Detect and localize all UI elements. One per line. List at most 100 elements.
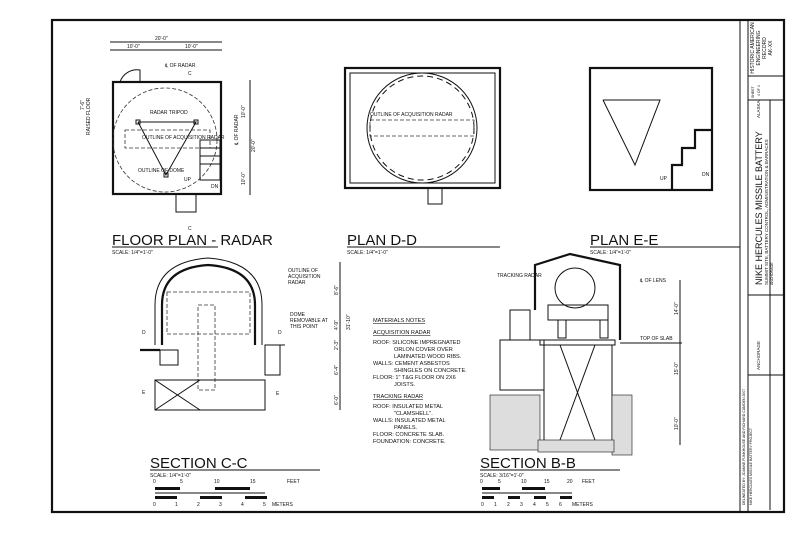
label-text: UP: [660, 176, 668, 182]
label-text: 10'-0": [674, 417, 680, 430]
label-text: 0: [480, 479, 483, 485]
survey-number: AK-XX: [768, 40, 774, 56]
label-text: ANCHORAGE: [770, 262, 774, 285]
scale-bar-cc: 0 5 10 15 FEET 0 1 2 3 4 5 METERS: [153, 479, 300, 508]
label-text: 4: [241, 502, 244, 508]
label-text: TOP OF SLAB: [640, 336, 673, 342]
label-text: OUTLINE OF DOME: [138, 168, 185, 174]
label-text: 4'-9": [334, 320, 340, 330]
label-text: ℄ OF LENS: [639, 278, 667, 284]
label-text: 8'-6": [334, 285, 340, 295]
label-text: MATERIALS NOTES: [373, 318, 425, 324]
label-text: FEET: [287, 479, 300, 485]
label-text: SCALE: 1/4"=1'-0": [347, 250, 388, 256]
label-text: 5: [546, 502, 549, 508]
materials-notes: MATERIALS NOTES ACQUISITION RADAR ROOF: …: [373, 318, 467, 445]
label-text: 20'-0": [251, 139, 257, 152]
label-text: 10: [214, 479, 220, 485]
label-text: SCALE: 3/16"=1'-0": [480, 473, 524, 479]
label-text: METERS: [272, 502, 294, 508]
label-text: ROOF: INSULATED METAL: [373, 404, 443, 410]
label-text: RAISED FLOOR: [86, 97, 92, 135]
label-text: ORLON COVER OVER: [394, 347, 453, 353]
label-text: ACQUISITION RADAR: [373, 330, 431, 336]
label-text: 31'-10": [346, 314, 352, 330]
label-text: 10'-0": [127, 44, 140, 50]
acquisition-radar-outline-label: OUTLINE OF ACQUISITION RADAR: [288, 268, 321, 286]
sheet-border: [50, 18, 786, 514]
label-text: DN: [702, 172, 710, 178]
label-text: 2: [197, 502, 200, 508]
label-text: ANCHORAGE: [756, 341, 761, 370]
label-text: 10: [521, 479, 527, 485]
label-text: 4 OF 4: [757, 85, 761, 96]
label-text: TRACKING RADAR: [497, 273, 542, 279]
label-text: FOUNDATION: CONCRETE.: [373, 439, 446, 445]
label-text: D: [142, 330, 146, 336]
label-text: LAMINATED WOOD RIBS.: [394, 354, 462, 360]
label-text: RADAR TRIPOD: [150, 110, 188, 116]
main-title: NIKE HERCULES MISSILE BATTERY: [754, 131, 764, 285]
section-cc: OUTLINE OF ACQUISITION RADAR DOME REMOVA…: [140, 257, 352, 508]
label-text: 6'-0": [334, 395, 340, 405]
label-text: 20'-0": [155, 36, 168, 42]
label-text: C: [188, 71, 192, 77]
survey-name: HISTORIC AMERICAN ENGINEERING RECORD: [750, 22, 768, 74]
section-bb: TRACKING RADAR ℄ OF LENS TOP OF SLAB 14'…: [480, 252, 682, 508]
label-text: 7'-6": [80, 100, 86, 110]
label-text: 3: [219, 502, 222, 508]
label-text: SHINGLES ON CONCRETE.: [394, 368, 467, 374]
label-text: E: [142, 390, 146, 396]
label-text: ℄ OF RADAR: [234, 114, 240, 146]
label-text: TRACKING RADAR: [373, 394, 423, 400]
label-text: 10'-0": [241, 172, 247, 185]
label-text: 1: [175, 502, 178, 508]
label-text: D: [278, 330, 282, 336]
label-text: 15: [544, 479, 550, 485]
label-text: SHEET: [751, 85, 755, 98]
label-text: ALASKA: [756, 100, 761, 118]
label-text: C: [188, 226, 192, 232]
label-text: 2'-3": [334, 340, 340, 350]
label-text: "CLAMSHELL".: [394, 411, 433, 417]
label-text: DN: [211, 184, 219, 190]
label-text: 0: [481, 502, 484, 508]
label-text: FLOOR: 1" T&G FLOOR ON 2X6: [373, 375, 456, 381]
label-text: 3: [520, 502, 523, 508]
label-text: 5: [180, 479, 183, 485]
label-text: UP: [184, 177, 192, 183]
label-text: SUMMIT SITE, BATTERY CONTROL, ADMINISTRA…: [764, 139, 769, 285]
label-text: 4: [533, 502, 536, 508]
label-text: 15'-0": [674, 362, 680, 375]
label-text: 2: [507, 502, 510, 508]
label-text: WALLS: CEMENT ASBESTOS: [373, 361, 450, 367]
label-text: 5: [263, 502, 266, 508]
label-text: SCALE: 1/4"=1'-0": [150, 473, 191, 479]
plan-dd-title: PLAN D-D: [347, 232, 417, 249]
label-text: OUTLINE OF ACQUISITION RADAR: [370, 112, 453, 118]
label-text: FLOOR: CONCRETE SLAB.: [373, 432, 445, 438]
label-text: 0: [153, 479, 156, 485]
label-text: FEET: [582, 479, 595, 485]
label-text: ROOF: SILICONE IMPREGNATED: [373, 340, 461, 346]
label-text: 5: [498, 479, 501, 485]
label-text: METERS: [572, 502, 594, 508]
floor-plan-title: FLOOR PLAN - RADAR: [112, 232, 273, 249]
scale-bar-bb: 0 5 10 15 20 FEET 0 1 2 3 4 5 6 METERS: [480, 479, 595, 508]
label-text: 6: [559, 502, 562, 508]
label-text: OUTLINE OF ACQUISITION RADAR: [142, 135, 225, 141]
label-text: WALLS: INSULATED METAL: [373, 418, 446, 424]
label-text: E: [276, 391, 280, 397]
label-text: PANELS.: [394, 425, 418, 431]
label-text: 10'-0": [185, 44, 198, 50]
label-text: ℄ OF RADAR: [164, 63, 196, 69]
label-text: 10'-0": [241, 105, 247, 118]
label-text: 15: [250, 479, 256, 485]
label-text: JOISTS.: [394, 382, 416, 388]
label-text: SCALE: 1/4"=1'-0": [112, 250, 153, 256]
dome-removable-label: DOME REMOVABLE AT THIS POINT: [290, 312, 328, 330]
label-text: 6'-4": [334, 365, 340, 375]
label-text: DELINEATED BY: JOANNE FUNKHOUSE AND RICH…: [742, 389, 746, 505]
plan-ee-title: PLAN E-E: [590, 232, 658, 249]
